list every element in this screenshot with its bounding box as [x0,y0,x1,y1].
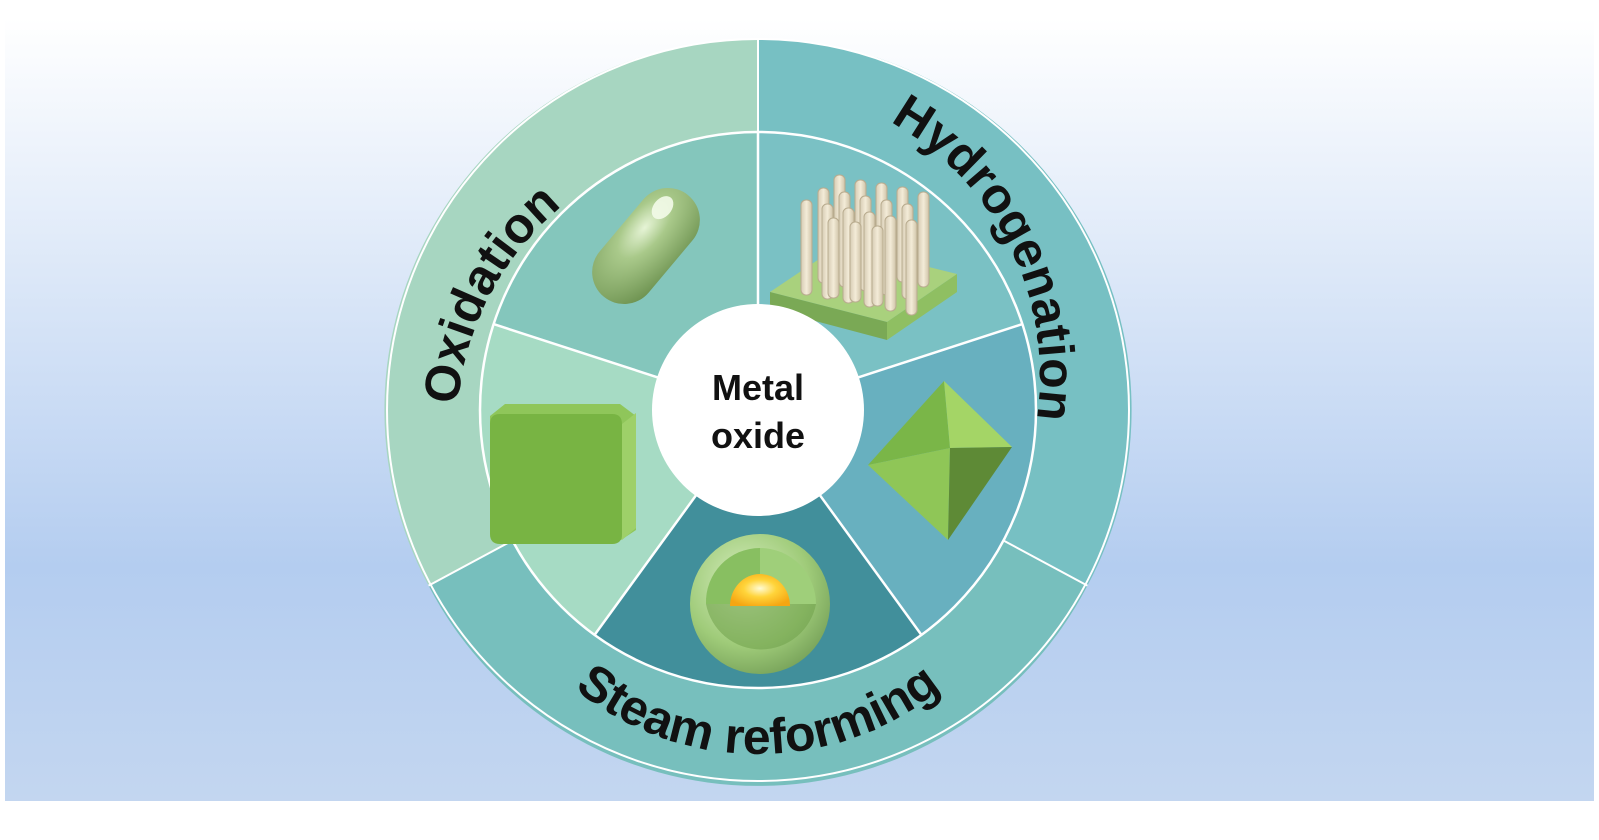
capsule-icon [592,187,700,305]
center-disc [652,304,864,516]
cube-icon [490,404,636,544]
center-label-line1: Metal [712,367,804,408]
core-shell-icon [690,534,830,674]
octahedron-icon [868,381,1012,540]
center-label-line2: oxide [711,415,805,456]
center-label-group: Metal oxide [652,304,864,516]
nanowire-array-icon [770,174,957,340]
